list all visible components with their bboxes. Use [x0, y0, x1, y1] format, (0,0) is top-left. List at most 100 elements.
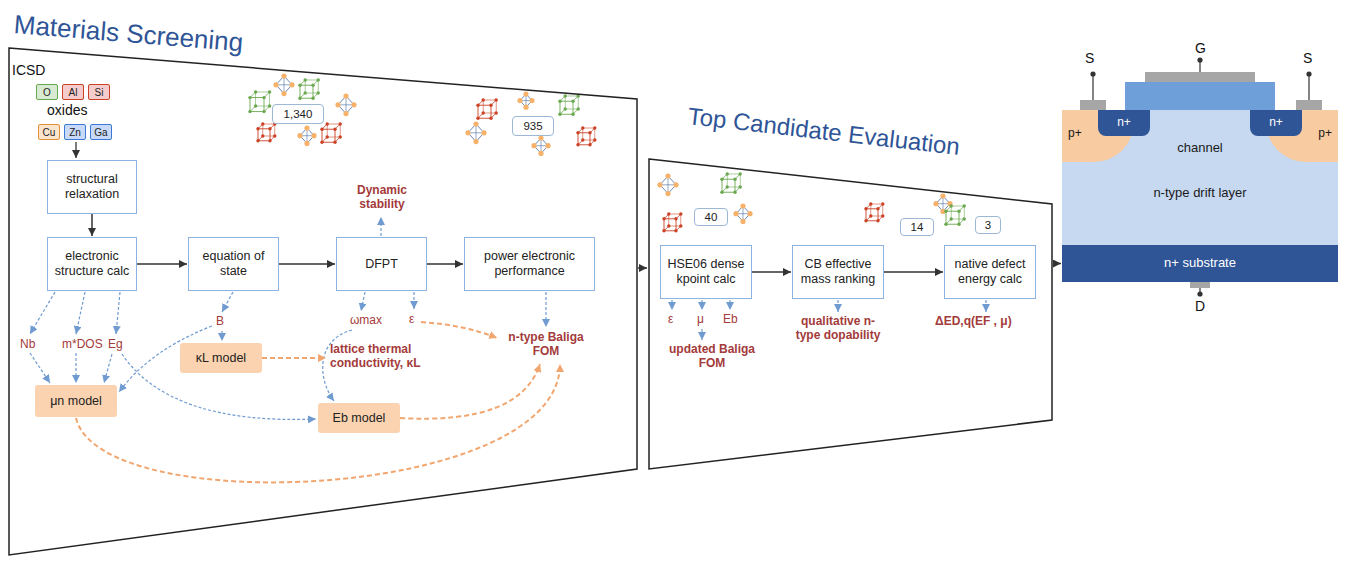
- flow-arrow: [413, 292, 414, 309]
- atom-dot: [538, 151, 543, 156]
- crystal-cube: [558, 94, 580, 116]
- node-text: equation of state: [194, 249, 273, 279]
- result-label: ΔED,q(EF , μ): [935, 314, 1012, 328]
- flow-connector: [752, 271, 791, 273]
- atom-dot: [726, 172, 729, 175]
- atom-dot: [940, 193, 945, 198]
- symbol-label: ωmax: [350, 313, 382, 327]
- flow-connector: [137, 263, 187, 265]
- terminal-dot: [1197, 291, 1202, 296]
- element-chip: Al: [62, 84, 84, 100]
- drain-contact: [1190, 282, 1210, 288]
- terminal-lead: [1308, 76, 1309, 100]
- atom-dot: [571, 100, 574, 103]
- result-label: lattice thermal conductivity, κL: [330, 342, 442, 371]
- symbol-label: B: [216, 314, 224, 328]
- atom-dot: [733, 191, 736, 194]
- flow-connector: [427, 263, 463, 265]
- node-text: Ga: [94, 127, 107, 138]
- cube-edge: [258, 129, 270, 141]
- atom-dot: [465, 130, 470, 135]
- element-chip: Ga: [90, 124, 112, 140]
- atom-dot: [581, 126, 584, 129]
- atom-dot: [957, 223, 960, 226]
- cube-edge: [664, 219, 676, 231]
- atom-dot: [281, 73, 286, 78]
- atom-dot: [881, 202, 884, 205]
- atom-dot: [576, 143, 579, 146]
- atom-dot: [343, 111, 348, 116]
- atom-dot: [254, 90, 257, 93]
- atom-dot: [256, 139, 259, 142]
- cube-edge: [866, 209, 878, 221]
- cube-edge: [478, 105, 491, 118]
- cube-edge: [946, 211, 959, 224]
- crystal-rhomb: [273, 73, 294, 96]
- atom-dot: [311, 84, 314, 87]
- atom-dot: [558, 100, 561, 103]
- terminal-dot: [1197, 57, 1202, 62]
- atom-dot: [739, 172, 742, 175]
- node-text: n-type drift layer: [1062, 185, 1338, 200]
- cube-edge: [300, 85, 313, 98]
- funnel-outline-path: [649, 159, 1052, 469]
- flow-arrow: [75, 142, 76, 158]
- cube-edge: [669, 214, 681, 226]
- atom-dot: [256, 127, 259, 130]
- atom-dot: [254, 104, 257, 107]
- flow-arrow: [545, 292, 546, 327]
- crystal-rhomb: [733, 203, 752, 224]
- flow-arrow: [729, 300, 730, 310]
- crystal-cube: [720, 172, 742, 194]
- node-text: native defect energy calc: [950, 257, 1030, 287]
- atom-dot: [351, 102, 356, 107]
- atom-dot: [747, 211, 752, 216]
- node-text: μn model: [50, 394, 102, 408]
- node-text: Si: [95, 87, 104, 98]
- atom-dot: [869, 202, 872, 205]
- process-box: power electronic performance: [464, 237, 595, 291]
- count-number: 40: [705, 211, 718, 223]
- atom-dot: [726, 185, 729, 188]
- cube-edge: [483, 100, 496, 113]
- atom-dot: [482, 111, 485, 114]
- atom-dot: [289, 82, 294, 87]
- n-region: n+: [1098, 110, 1150, 136]
- flow-arrow: [701, 329, 702, 340]
- atom-dot: [268, 90, 271, 93]
- atom-dot: [248, 110, 251, 113]
- atom-dot: [571, 113, 574, 116]
- atom-dot: [558, 113, 561, 116]
- atom-dot: [333, 128, 336, 131]
- atom-dot: [304, 141, 309, 146]
- atom-dot: [268, 127, 271, 130]
- symbol-label: Eb: [723, 312, 738, 326]
- atom-dot: [304, 78, 307, 81]
- process-box: DFPT: [336, 237, 427, 291]
- node-text: electronic structure calc: [53, 249, 131, 279]
- atom-dot: [667, 224, 670, 227]
- cube-edge: [565, 96, 578, 109]
- process-box: native defect energy calc: [944, 245, 1036, 299]
- atom-dot: [473, 139, 478, 144]
- terminal-lead: [1199, 62, 1200, 72]
- atom-dot: [495, 98, 498, 101]
- process-box: structural relaxation: [47, 160, 137, 214]
- node-text: n+: [1098, 115, 1150, 129]
- source-contact: [1080, 100, 1106, 110]
- atom-dot: [733, 178, 736, 181]
- atom-dot: [576, 131, 579, 134]
- funnel-panel: Materials ScreeningOAlSiCuZnGastructural…: [8, 47, 638, 557]
- cube-edge: [256, 92, 270, 106]
- flow-connector: [279, 263, 335, 265]
- cube-edge: [305, 80, 318, 93]
- atom-dot: [261, 122, 264, 125]
- flow-arrow: [262, 357, 326, 359]
- process-box: HSE06 dense kpoint calc: [660, 245, 752, 299]
- symbol-label: S: [1085, 50, 1094, 67]
- node-text: O: [43, 87, 51, 98]
- symbol-label: m*DOS: [62, 337, 103, 351]
- terminal-dot: [1090, 71, 1095, 76]
- atom-dot: [667, 212, 670, 215]
- atom-dot: [673, 182, 678, 187]
